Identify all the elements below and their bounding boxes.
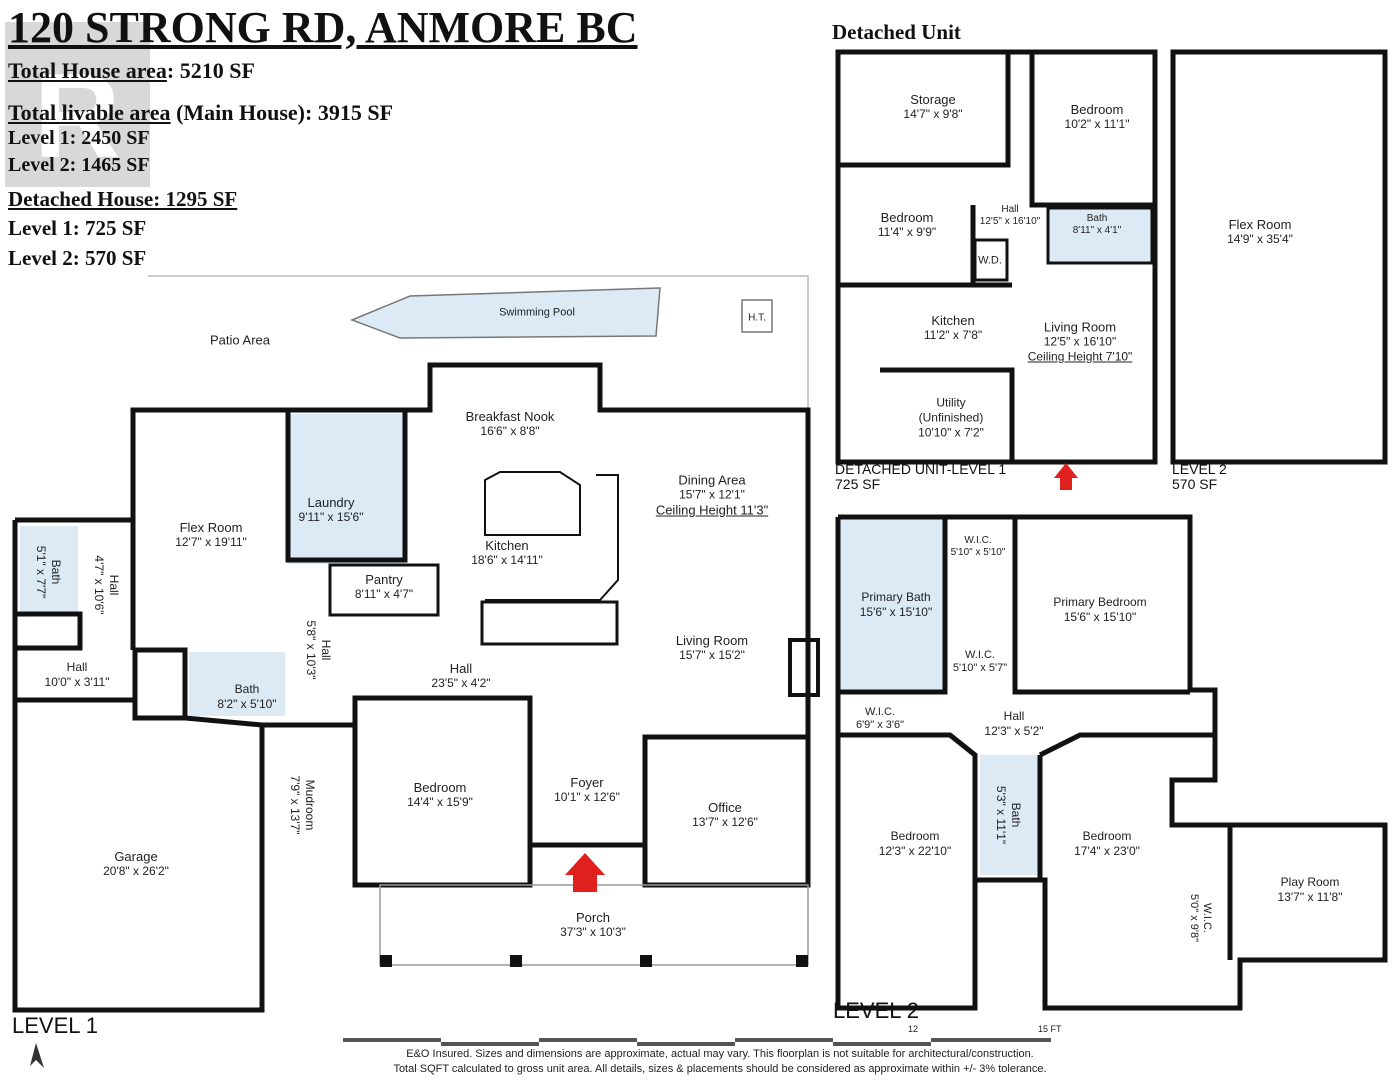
total-house-value: : 5210 SF: [166, 58, 255, 83]
livable-label: Total livable area: [8, 100, 171, 125]
detached-level2-area: Level 2: 570 SF: [8, 246, 147, 270]
page-title: 120 STRONG RD, ANMORE BC: [8, 3, 638, 52]
scale-tick-12: 12: [908, 1024, 919, 1034]
entry-arrow-main: [565, 853, 605, 892]
det-room-washer-dryer: W.D.: [978, 254, 1002, 267]
scale-bar: [343, 1038, 1051, 1046]
room-pool: Swimming Pool: [499, 306, 575, 319]
room-patio: Patio Area: [210, 332, 270, 348]
livable-area: Total livable area (Main House): 3915 SF: [8, 100, 393, 126]
total-house-label: Total House area: [8, 58, 167, 83]
total-house-area: Total House area: 5210 SF: [8, 58, 255, 84]
disclaimer-line-2: Total SQFT calculated to gross unit area…: [393, 1063, 1047, 1075]
l2-room-wic-3: W.I.C.6'9" x 3'6": [855, 706, 905, 731]
detached-level1-area: Level 1: 725 SF: [8, 216, 147, 240]
l2-room-wic-1: W.I.C.5'10" x 5'10": [950, 535, 1006, 558]
detached-unit-title: Detached Unit: [832, 20, 961, 44]
svg-text:R: R: [34, 49, 121, 183]
room-hot-tub: H.T.: [748, 312, 766, 324]
scale-tick-15ft: 15 FT: [1038, 1024, 1062, 1034]
main-level1-area: Level 1: 2450 SF: [8, 127, 150, 149]
l2-room-wic-4: W.I.C.5'0" x 9'8": [1188, 893, 1213, 943]
entry-arrow-detached: [1054, 463, 1078, 490]
det-room-utility: Utility(Unfinished)10'10" x 7'2": [918, 395, 984, 440]
livable-value: (Main House): 3915 SF: [170, 100, 394, 125]
detached-house-area: Detached House: 1295 SF: [8, 187, 238, 211]
disclaimer-line-1: E&O Insured. Sizes and dimensions are ap…: [406, 1048, 1034, 1060]
main-level2-area: Level 2: 1465 SF: [8, 154, 150, 176]
north-arrow-icon: [30, 1043, 44, 1068]
l2-room-wic-2: W.I.C.5'10" x 5'7": [952, 649, 1008, 674]
realtor-watermark-logo: R: [5, 22, 150, 187]
level2-label: LEVEL 2: [833, 998, 920, 1023]
level1-label: LEVEL 1: [12, 1013, 99, 1038]
